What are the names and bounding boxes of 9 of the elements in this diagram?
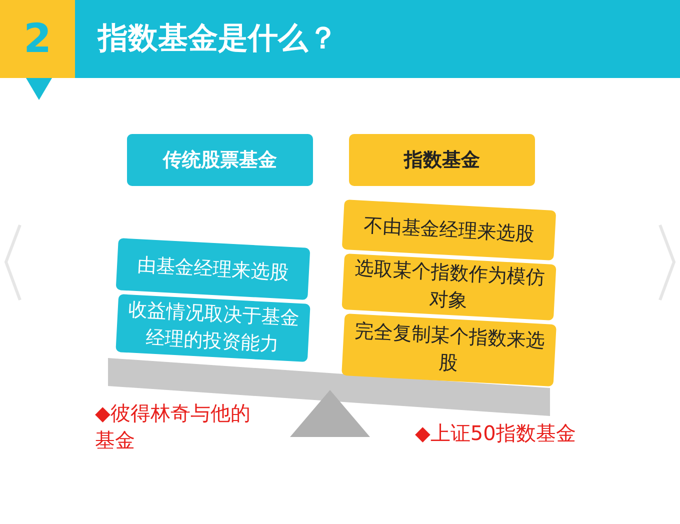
- heading-box: 指数基金: [349, 134, 535, 186]
- statement-box: 收益情况取决于基金经理的投资能力: [116, 294, 310, 362]
- example-note: ◆彼得林奇与他的基金: [95, 400, 252, 454]
- example-note: ◆上证50指数基金: [415, 420, 577, 447]
- statement-box: 选取某个指数作为模仿对象: [342, 254, 556, 320]
- statement-box: 由基金经理来选股: [116, 238, 310, 300]
- number-badge: 2: [0, 0, 75, 78]
- slide-title: 指数基金是什么？: [98, 20, 338, 58]
- heading-box: 传统股票基金: [127, 134, 313, 186]
